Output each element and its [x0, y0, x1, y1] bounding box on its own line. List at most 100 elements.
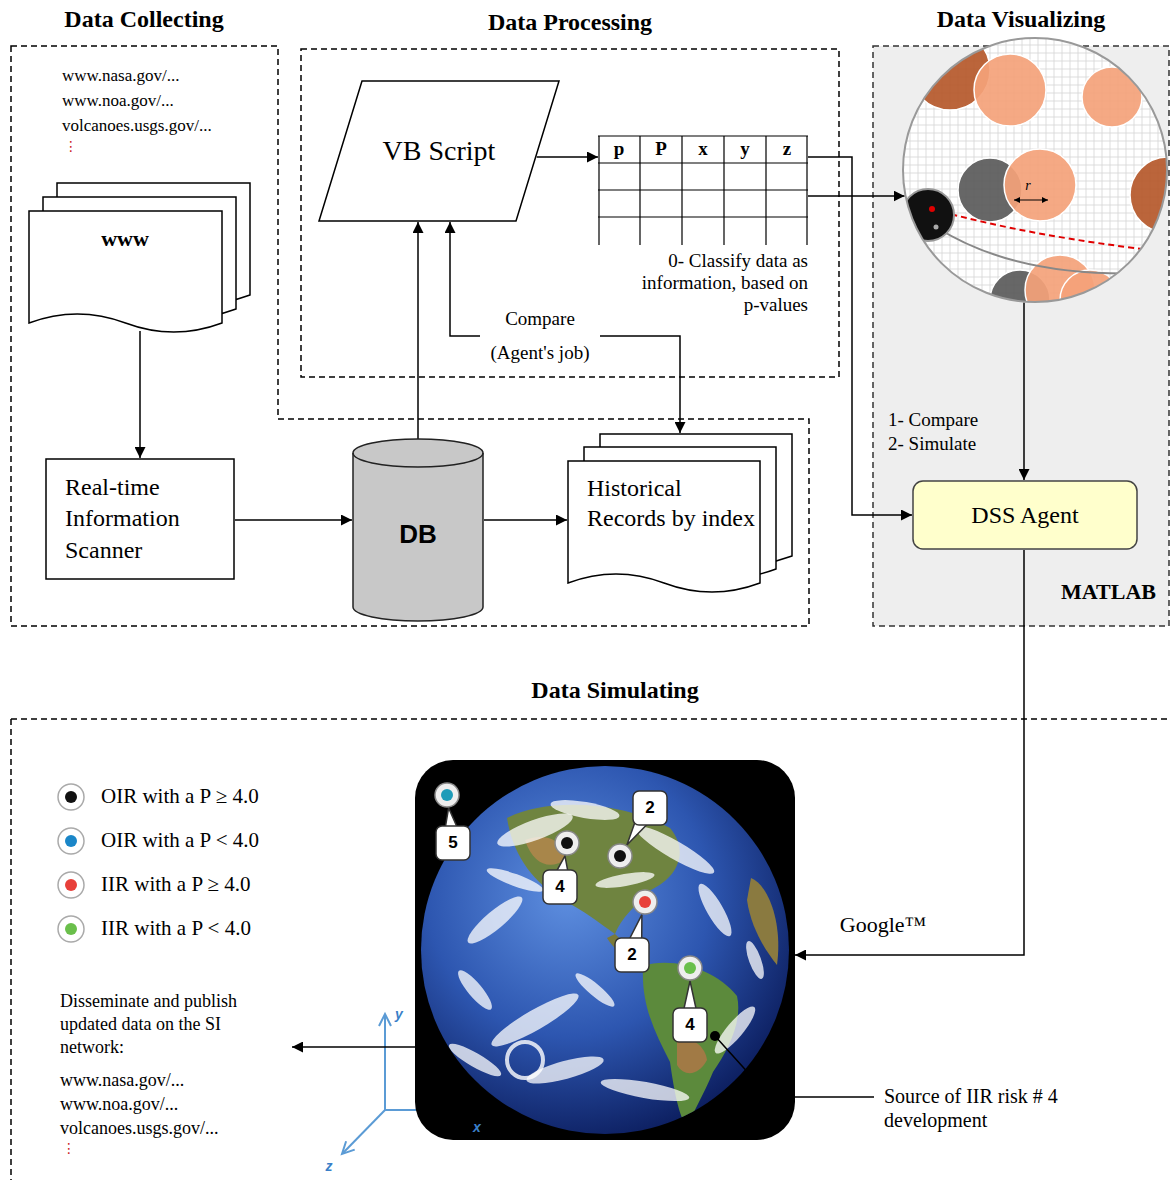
plot-ground — [902, 37, 1168, 303]
text-holder: 2 — [633, 791, 667, 825]
ellipsis-mark: ⋮ — [64, 138, 84, 155]
risk-dot — [614, 850, 626, 862]
swatch-dot — [65, 923, 77, 935]
dashed-border — [301, 49, 839, 377]
document-stack: Historical Records by index — [567, 433, 793, 598]
connector-arrow — [450, 222, 680, 433]
edge-label: 1- Compare 2- Simulate — [888, 408, 993, 456]
risk-marker — [435, 783, 459, 807]
swatch-dot — [65, 879, 77, 891]
agent-label: DSS Agent — [971, 501, 1078, 530]
text-holder: DB — [352, 510, 484, 560]
text-block: Disseminate and publish updated data on … — [60, 990, 292, 1165]
text-holder: 2 — [615, 938, 649, 972]
panel-title: Data Visualizing — [937, 5, 1106, 34]
legend-row: IIR with a P < 4.0 — [55, 913, 355, 945]
data-table: p Pxyz — [598, 135, 808, 245]
database-cylinder: DB — [352, 438, 484, 622]
text-holder: Compare (Agent's job) — [480, 302, 600, 370]
process-box: Real-time Information Scanner — [45, 458, 235, 580]
text-holder: Data Processing — [300, 4, 840, 40]
text-holder: 5 — [436, 826, 470, 860]
cloud — [446, 1039, 505, 1081]
event-dot — [934, 225, 939, 230]
ellipsis-mark: ⋮ — [62, 1140, 82, 1157]
text-holder: www — [28, 222, 222, 256]
cloud — [524, 1051, 606, 1089]
connector-arrow — [292, 1046, 415, 1048]
table-header: p — [614, 138, 625, 161]
text-holder: Google™ — [833, 912, 933, 938]
globe-image: 5 4 2 2 4 — [415, 760, 795, 1140]
table-grid — [598, 136, 808, 245]
earth-disc — [421, 766, 789, 1134]
radius-arrowhead — [1014, 197, 1048, 203]
parallelogram-border — [319, 81, 559, 221]
trajectory-dashed — [932, 209, 1168, 252]
grid-lines — [902, 37, 1168, 303]
text-holder: DSS Agent — [912, 480, 1138, 550]
box-border — [46, 459, 234, 579]
shape-outline — [415, 760, 795, 1140]
callout-number: 4 — [555, 877, 564, 897]
panel-title: Data Processing — [488, 8, 652, 37]
text-holder: www.nasa.gov/... — [60, 1070, 290, 1092]
cloud — [594, 869, 655, 891]
url-text: www.noa.gov/... — [62, 91, 262, 111]
text-holder: Historical Records by index — [587, 473, 757, 533]
box-label: Real-time Information Scanner — [65, 472, 227, 566]
trajectory-line — [936, 227, 1168, 274]
axis-arrow — [342, 1141, 355, 1154]
table-header: P — [655, 138, 667, 161]
url-text: volcanoes.usgs.gov/... — [62, 116, 262, 136]
text-holder: P — [640, 135, 682, 163]
text-holder: IIR with a P < 4.0 — [101, 913, 341, 945]
cylinder-top — [353, 453, 483, 467]
text-holder: volcanoes.usgs.gov/... — [60, 1118, 290, 1140]
text-holder: p — [598, 135, 640, 163]
text-holder: OIR with a P ≥ 4.0 — [101, 781, 341, 813]
risk-dot — [441, 789, 453, 801]
cloud — [494, 807, 576, 853]
url-text: volcanoes.usgs.gov/... — [60, 1118, 290, 1140]
axis-arrow — [379, 1014, 391, 1026]
visualization-circle: r — [902, 37, 1168, 303]
cloud — [462, 891, 527, 950]
connector-arrow — [235, 519, 352, 521]
risk-marker — [555, 831, 579, 855]
callout-number: 4 — [685, 1015, 694, 1035]
text-holder: 4 — [543, 870, 577, 904]
source-dot — [710, 1031, 720, 1041]
text-holder: OIR with a P < 4.0 — [101, 825, 341, 857]
legend-swatch — [55, 869, 87, 901]
risk-circle — [974, 54, 1046, 126]
cloud-swirl — [507, 1042, 543, 1078]
text-holder: 4 — [673, 1008, 707, 1042]
text-holder: Real-time Information Scanner — [45, 458, 235, 580]
text-holder: y — [724, 135, 766, 163]
note-text: Disseminate and publish updated data on … — [60, 990, 240, 1059]
tool-label: MATLAB — [1022, 579, 1156, 605]
text-holder: r — [1016, 176, 1040, 196]
text-holder: y — [392, 1006, 406, 1023]
cloud — [454, 966, 497, 1013]
text-holder: x — [470, 1119, 484, 1136]
risk-dot — [561, 837, 573, 849]
text-holder: z — [766, 135, 808, 163]
shape-outline — [902, 37, 1168, 303]
cloud — [693, 880, 737, 940]
note-text: 0- Classify data as information, based o… — [640, 250, 808, 316]
connector-arrow — [139, 331, 141, 458]
text-holder: Disseminate and publish updated data on … — [60, 990, 240, 1059]
shape-outline — [28, 182, 250, 337]
table-header: x — [698, 138, 708, 161]
plot-group — [902, 30, 1170, 330]
cloud — [599, 1074, 690, 1105]
connector-arrow — [484, 519, 567, 521]
callout-number: 2 — [627, 945, 636, 965]
agent-box: DSS Agent — [912, 480, 1138, 550]
table-header: z — [783, 138, 791, 161]
legend-text: IIR with a P < 4.0 — [101, 916, 251, 941]
connector-arrow — [537, 156, 598, 158]
database-label: DB — [399, 519, 437, 550]
